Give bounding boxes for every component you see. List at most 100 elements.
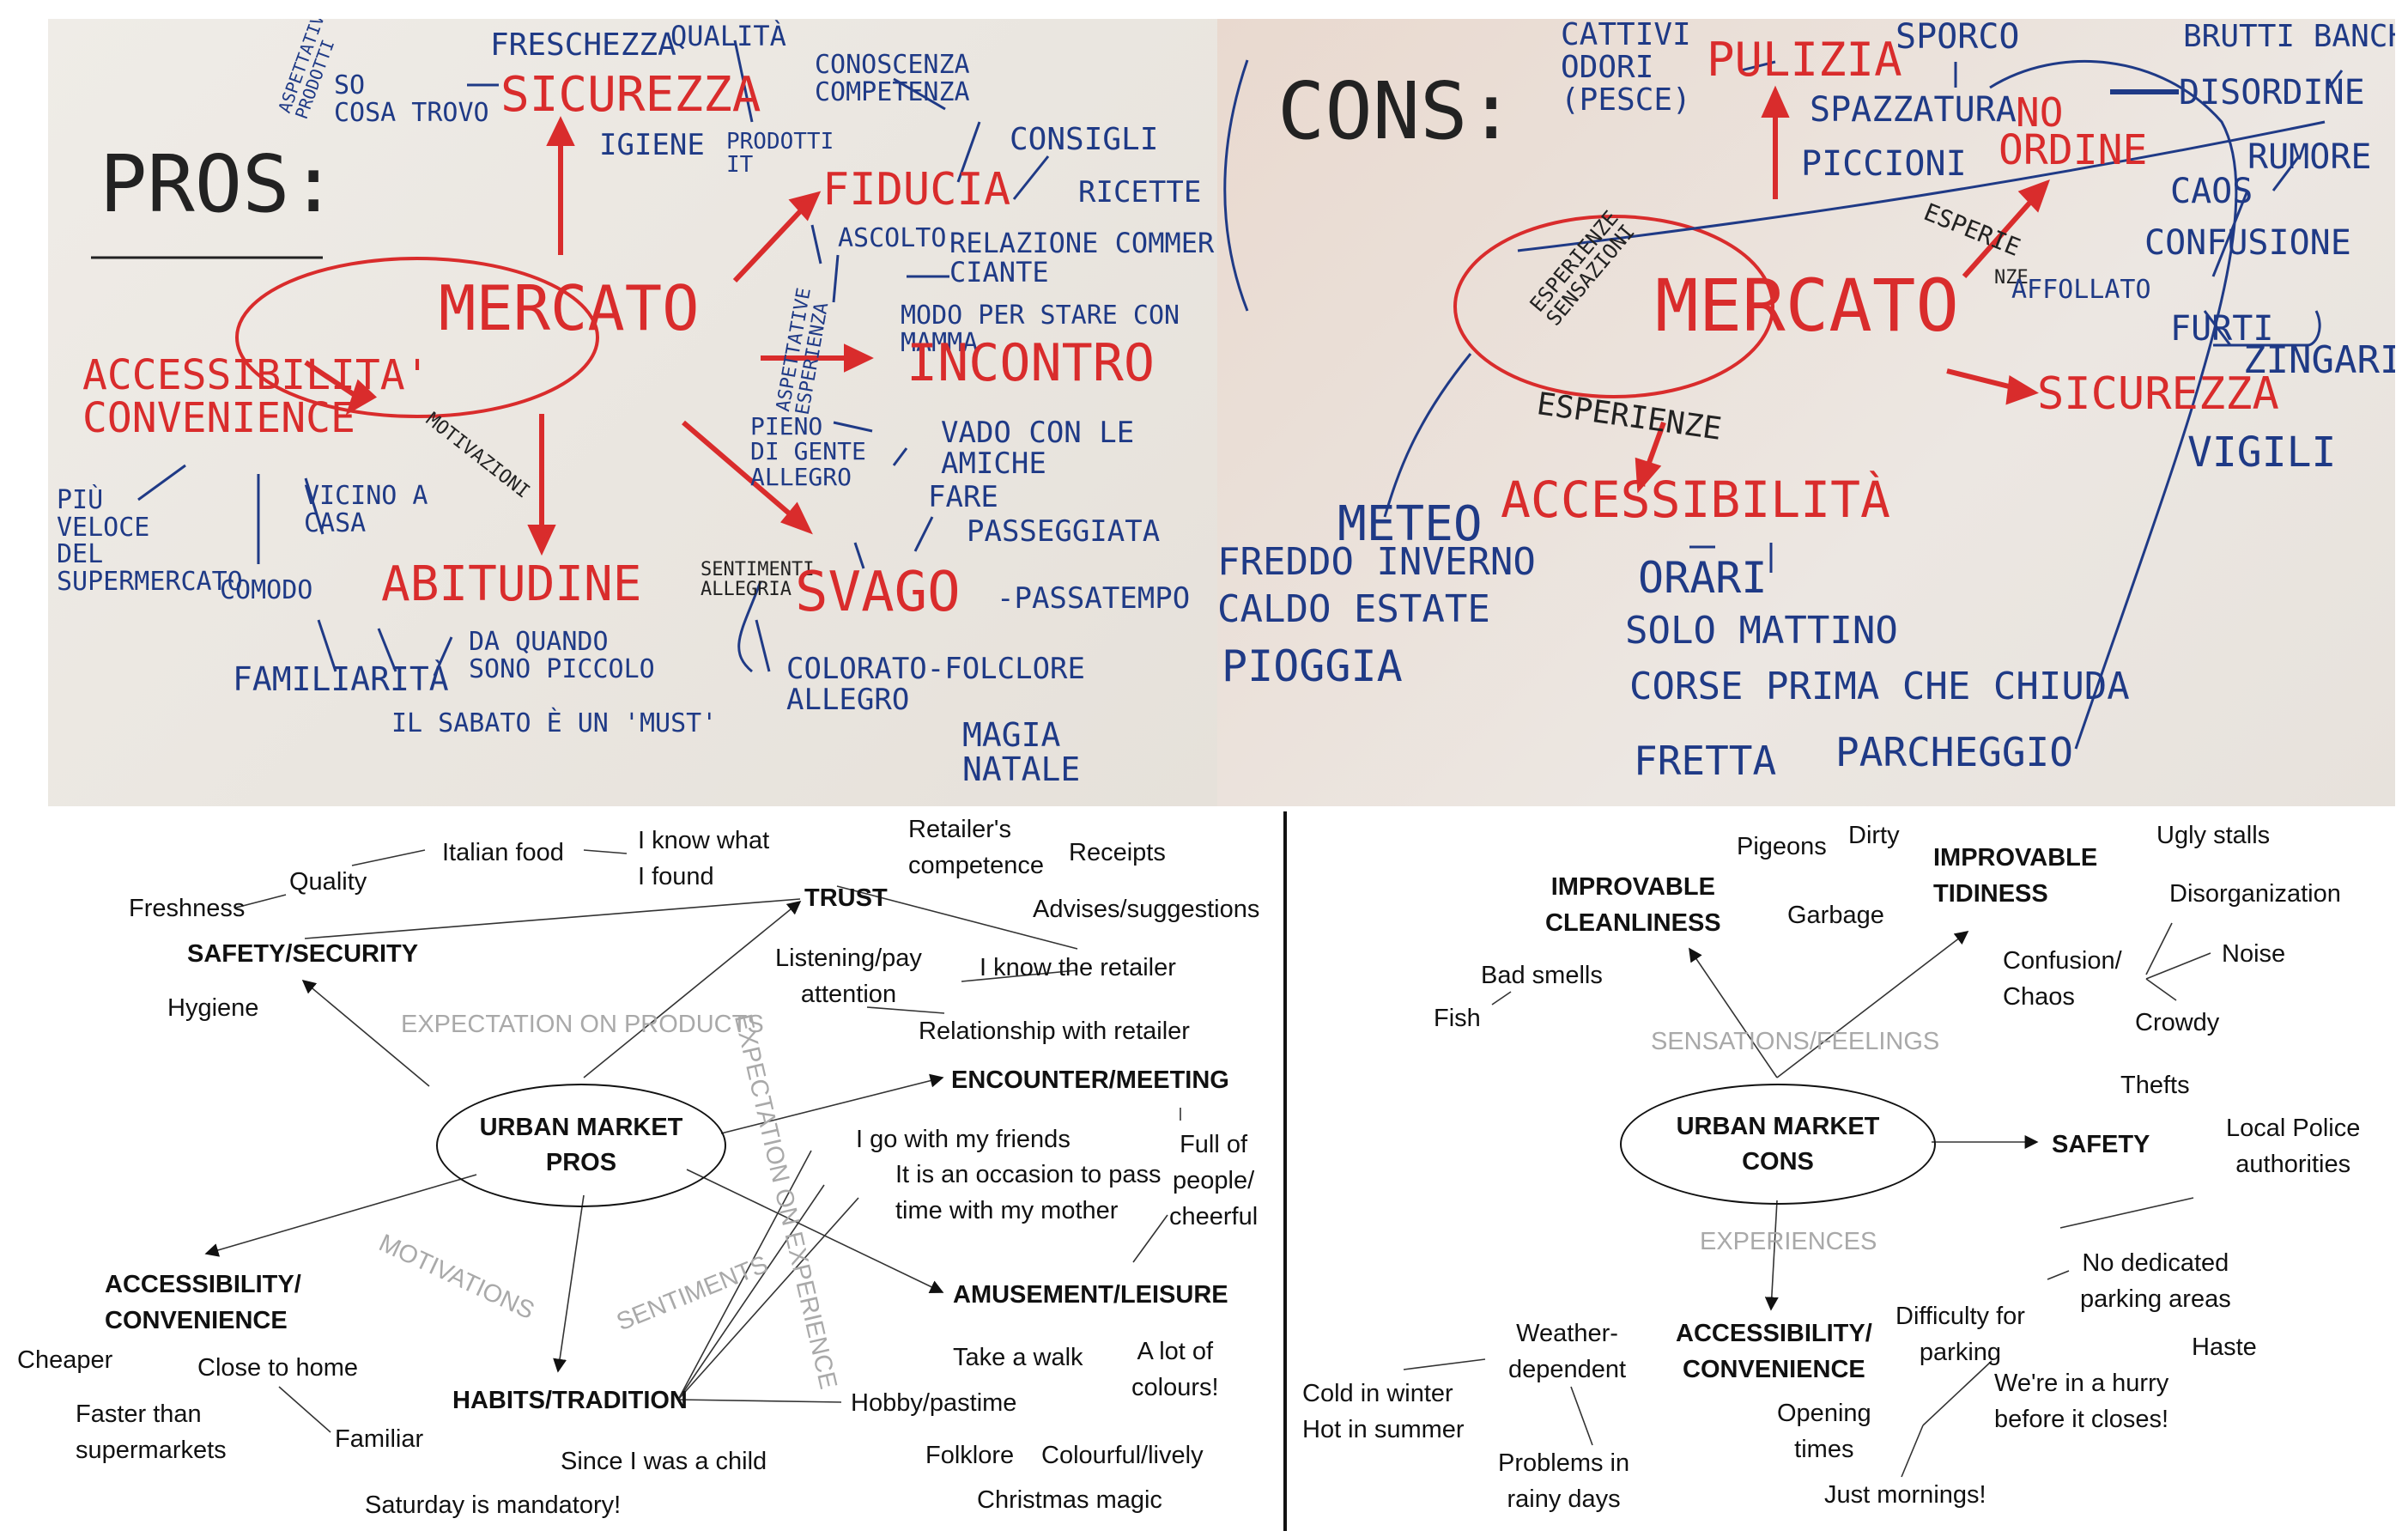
pros-receipts: Receipts xyxy=(1069,839,1166,866)
cons-sensations: SENSATIONS/FEELINGS xyxy=(1651,1028,1940,1055)
pros-photo-passeggiata: PASSEGGIATA xyxy=(967,514,1161,549)
pros-saturday: Saturday is mandatory! xyxy=(365,1491,622,1519)
cons-photo-affollato: AFFOLLATO xyxy=(2011,275,2151,305)
pros-listening: Listening/pay attention xyxy=(775,945,922,1009)
cons-difficulty: Difficulty for parking xyxy=(1895,1303,2025,1367)
cons-improvable-tidiness: IMPROVABLE TIDINESS xyxy=(1933,844,2098,908)
pros-hygiene: Hygiene xyxy=(167,994,259,1022)
cons-photo-caos: CAOS xyxy=(2170,172,2253,211)
cons-crowdy: Crowdy xyxy=(2135,1009,2220,1036)
cons-photo-corse: CORSE PRIMA CHE CHIUDA xyxy=(1629,665,2130,708)
pros-expectation-products: EXPECTATION ON PRODUCTS xyxy=(401,1011,764,1038)
pros-photo-consigli: CONSIGLI xyxy=(1010,122,1159,157)
pros-cheaper: Cheaper xyxy=(17,1346,113,1374)
pros-amusement: AMUSEMENT/LEISURE xyxy=(953,1281,1228,1309)
pros-folklore: Folklore xyxy=(925,1442,1015,1469)
pros-close-home: Close to home xyxy=(197,1354,358,1382)
pros-i-know-what: I know what I found xyxy=(638,827,770,891)
pros-relationship: Relationship with retailer xyxy=(919,1018,1190,1045)
cons-safety: SAFETY xyxy=(2052,1131,2150,1158)
pros-colourful: Colourful/lively xyxy=(1041,1442,1204,1469)
cons-fish: Fish xyxy=(1434,1005,1481,1032)
cons-photo-parcheggio: PARCHEGGIO xyxy=(1835,729,2073,775)
cons-photo-sicurezza: SICUREZZA xyxy=(2037,368,2279,420)
pros-photo-conoscenza: CONOSCENZA COMPETENZA xyxy=(815,50,970,107)
pros-photo-fiducia: FIDUCIA xyxy=(822,164,1011,216)
cons-photo-no: NO xyxy=(2016,89,2064,136)
pros-photo-incontro: INCONTRO xyxy=(907,333,1155,393)
cons-improvable-cleanliness: IMPROVABLE CLEANLINESS xyxy=(1545,873,1721,938)
pros-habits: HABITS/TRADITION xyxy=(452,1387,688,1414)
cons-bad-smells: Bad smells xyxy=(1481,962,1603,989)
pros-freshness: Freshness xyxy=(129,895,246,922)
pros-photo-fare: FARE xyxy=(928,480,998,514)
cons-experiences: EXPERIENCES xyxy=(1700,1228,1877,1255)
pros-photo-sabato: IL SABATO È UN 'MUST' xyxy=(391,708,718,738)
cons-hurry: We're in a hurry before it closes! xyxy=(1994,1370,2169,1434)
pros-photo-passatempo: -PASSATEMPO xyxy=(997,581,1191,616)
pros-lot-colours: A lot of colours! xyxy=(1131,1338,1219,1402)
vertical-divider xyxy=(1283,811,1287,1531)
pros-photo-abitudine: ABITUDINE xyxy=(381,556,642,612)
pros-photo-vado: VADO CON LE AMICHE xyxy=(941,416,1135,481)
cons-thefts: Thefts xyxy=(2120,1072,2190,1099)
pros-encounter: ENCOUNTER/MEETING xyxy=(951,1066,1229,1094)
cons-photo-cattivi: CATTIVI ODORI (PESCE) xyxy=(1561,19,1691,118)
cons-pigeons: Pigeons xyxy=(1737,833,1827,860)
pros-retailers-competence: Retailer's competence xyxy=(908,816,1044,880)
pros-photo-center: MERCATO xyxy=(439,272,700,344)
pros-trust: TRUST xyxy=(804,884,888,912)
pros-photo-da-quando: DA QUANDO SONO PICCOLO xyxy=(469,627,655,684)
cons-photo-orari: ORARI xyxy=(1638,553,1768,603)
pros-photo-lines xyxy=(91,39,1050,677)
cons-noise: Noise xyxy=(2222,940,2286,968)
pros-photo-freschezza: FRESCHEZZA xyxy=(490,27,676,63)
cons-mornings: Just mornings! xyxy=(1824,1481,1986,1509)
pros-photo-igiene: IGIENE xyxy=(599,128,705,162)
cons-accessibility: ACCESSIBILITY/ CONVENIENCE xyxy=(1676,1320,1872,1384)
cons-photo-solo: SOLO MATTINO xyxy=(1625,609,1898,653)
pros-photo-prodotti-it: PRODOTTI IT xyxy=(726,129,834,179)
pros-i-know-retailer: I know the retailer xyxy=(980,954,1176,981)
pros-photo-familiarita: FAMILIARITÀ xyxy=(233,660,449,698)
cons-photo-lines xyxy=(1223,59,2344,750)
pros-italian-food: Italian food xyxy=(442,839,564,866)
cons-photo-pulizia: PULIZIA xyxy=(1707,33,1902,87)
cons-photo-furti: FURTI xyxy=(2170,309,2274,349)
pros-full-of: Full of people/ cheerful xyxy=(1169,1131,1259,1231)
pros-photo-title: PROS: xyxy=(100,138,337,230)
cons-rainy: Problems in rainy days xyxy=(1498,1449,1630,1514)
pros-photo-ricette: RICETTE xyxy=(1078,175,1202,210)
pros-photo-svago: SVAGO xyxy=(795,561,961,624)
pros-photo-sicurezza: SICUREZZA xyxy=(500,67,761,123)
cons-photo-meteo: METEO xyxy=(1337,496,1483,552)
cons-photo-center: MERCATO xyxy=(1655,264,1960,348)
cons-photo-zingari: ZINGARI xyxy=(2243,338,2395,382)
pros-photo-qualita: QUALITÀ xyxy=(670,20,786,52)
cons-photo-sporco: SPORCO xyxy=(1895,19,2020,57)
pros-photo-magia: MAGIA NATALE xyxy=(962,716,1081,788)
cons-dirty: Dirty xyxy=(1848,822,1900,849)
pros-i-go-friends: I go with my friends xyxy=(856,1126,1071,1153)
cons-photo-caldo: CALDO ESTATE xyxy=(1217,587,1490,631)
pros-photo-accessibilita: ACCESSIBILITA' CONVENIENCE xyxy=(82,351,430,443)
cons-photo-accessibilita: ACCESSIBILITÀ xyxy=(1501,471,1890,529)
pros-christmas: Christmas magic xyxy=(977,1486,1162,1514)
pros-photo-relazione: RELAZIONE COMMER- CIANTE xyxy=(949,227,1217,289)
cons-photo-nze: NZE xyxy=(1994,267,2029,289)
cons-photo-piccioni: PICCIONI xyxy=(1801,144,1967,184)
cons-photo-confusione: CONFUSIONE xyxy=(2144,223,2351,263)
pros-quality: Quality xyxy=(289,868,367,896)
pros-advises: Advises/suggestions xyxy=(1033,896,1260,923)
cons-cold: Cold in winter Hot in summer xyxy=(1302,1380,1465,1444)
cons-photo-rumore: RUMORE xyxy=(2247,137,2372,177)
cons-confusion: Confusion/ Chaos xyxy=(2003,947,2122,1012)
pros-photo-sentimenti: SENTIMENTI ALLEGRIA xyxy=(701,559,815,601)
photo-pros-mindmap: PROS: MERCATO SICUREZZA FRESCHEZZA QUALI… xyxy=(48,19,1217,806)
cons-opening: Opening times xyxy=(1777,1400,1871,1464)
pros-photo-colorato: COLORATO-FOLCLORE ALLEGRO xyxy=(786,652,1085,717)
cons-photo-freddo: FREDDO INVERNO xyxy=(1217,540,1536,584)
pros-faster: Faster than supermarkets xyxy=(76,1400,227,1465)
pros-familiar: Familiar xyxy=(335,1425,424,1453)
